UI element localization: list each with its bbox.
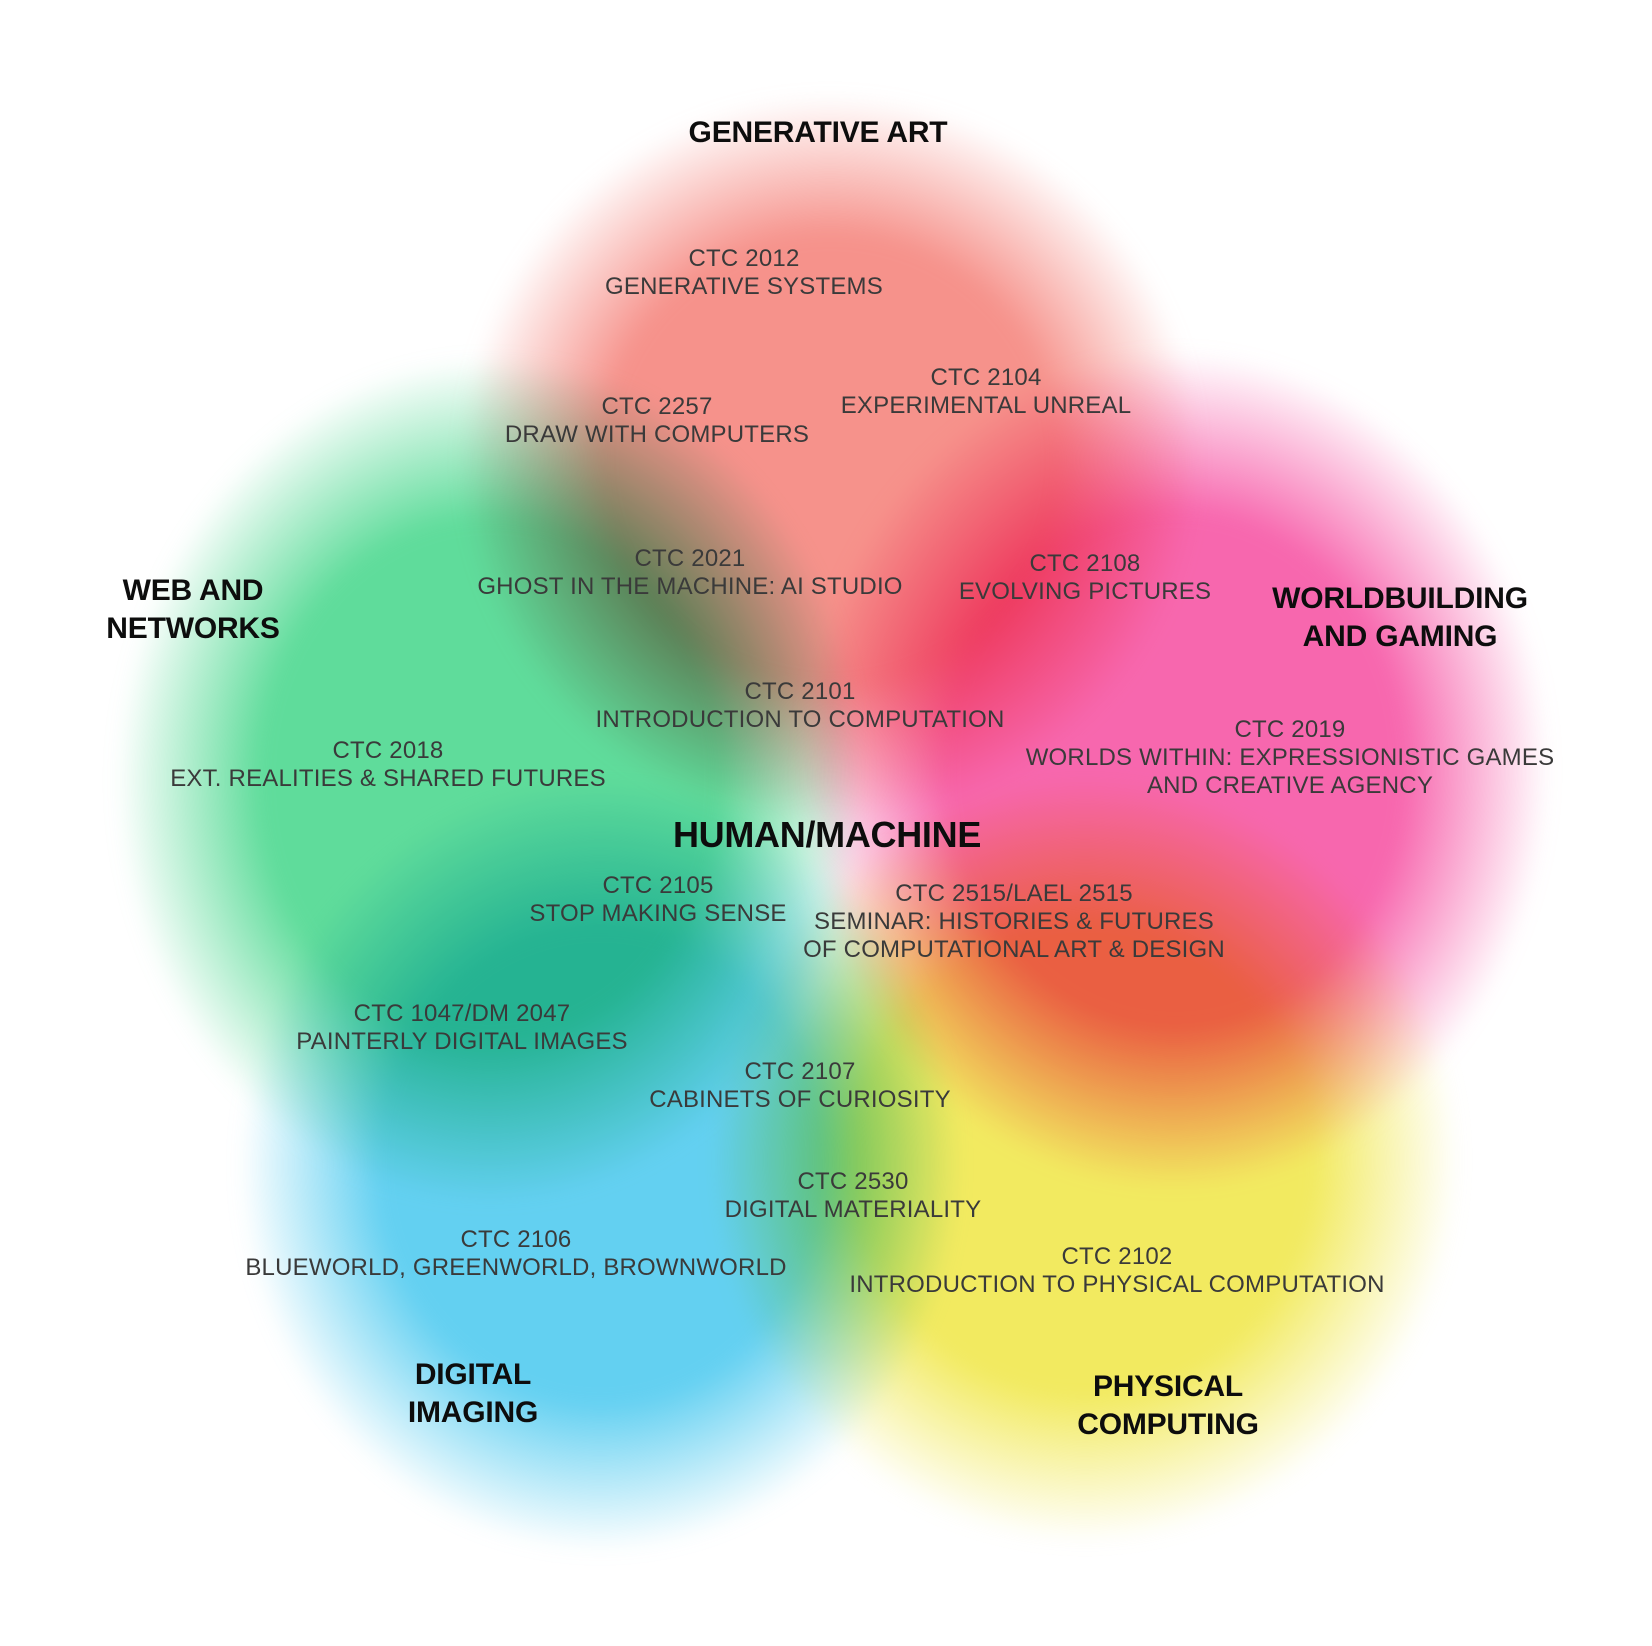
course-label-ctc-2104: CTC 2104 EXPERIMENTAL UNREAL [841,364,1132,420]
course-title-line: AND CREATIVE AGENCY [1146,772,1434,799]
course-label-ctc-2019: CTC 2019 WORLDS WITHIN: EXPRESSIONISTIC … [1026,716,1555,800]
course-code: CTC 2107 [744,1058,856,1085]
course-code: CTC 2106 [460,1226,572,1253]
course-code: CTC 2530 [797,1168,909,1195]
course-code: CTC 2104 [930,364,1042,391]
category-label-line: WEB AND [122,574,264,607]
course-title-line: WORLDS WITHIN: EXPRESSIONISTIC GAMES [1025,744,1555,771]
course-title-line: OF COMPUTATIONAL ART & DESIGN [803,936,1225,963]
category-label-digital-imaging: DIGITAL IMAGING [408,1356,538,1432]
course-label-ctc-2515: CTC 2515/LAEL 2515 SEMINAR: HISTORIES & … [803,880,1225,964]
course-code: CTC 2018 [332,737,444,764]
digital-imaging-circle [200,735,1000,1595]
course-code: CTC 1047/DM 2047 [353,1000,571,1027]
category-label-worldbuilding-and-gaming: WORLDBUILDING AND GAMING [1272,580,1528,656]
course-label-ctc-2107: CTC 2107 CABINETS OF CURIOSITY [649,1058,951,1114]
category-label-line: IMAGING [407,1396,539,1429]
category-label-web-and-networks: WEB AND NETWORKS [106,572,280,648]
category-label-line: NETWORKS [106,612,280,645]
category-label-physical-computing: PHYSICAL COMPUTING [1077,1368,1259,1444]
category-label-line: GENERATIVE ART [688,116,948,149]
physical-computing-circle [670,735,1500,1585]
course-title-line: EXPERIMENTAL UNREAL [840,392,1132,419]
course-title-line: DIGITAL MATERIALITY [724,1196,982,1223]
course-title-line: INTRODUCTION TO COMPUTATION [595,706,1005,733]
course-title-line: EXT. REALITIES & SHARED FUTURES [170,765,606,792]
course-code: CTC 2021 [634,545,746,572]
center-label-human-machine: HUMAN/MACHINE [672,814,982,855]
course-title-line: EVOLVING PICTURES [958,578,1212,605]
course-code: CTC 2105 [602,872,714,899]
course-label-ctc-2012: CTC 2012 GENERATIVE SYSTEMS [605,245,883,301]
course-code: CTC 2515/LAEL 2515 [895,880,1133,907]
course-label-ctc-2257: CTC 2257 DRAW WITH COMPUTERS [505,393,809,449]
course-code: CTC 2012 [688,245,800,272]
course-label-ctc-2021: CTC 2021 GHOST IN THE MACHINE: AI STUDIO [477,545,902,601]
course-code: CTC 2108 [1029,550,1141,577]
course-code: CTC 2101 [744,678,856,705]
category-label-line: AND GAMING [1302,620,1498,653]
course-label-ctc-2101: CTC 2101 INTRODUCTION TO COMPUTATION [596,678,1005,734]
course-title-line: CABINETS OF CURIOSITY [649,1086,951,1113]
course-title-line: BLUEWORLD, GREENWORLD, BROWNWORLD [245,1254,787,1281]
category-label-generative-art: GENERATIVE ART [689,114,948,152]
course-label-ctc-2018: CTC 2018 EXT. REALITIES & SHARED FUTURES [170,737,606,793]
course-title-line: PAINTERLY DIGITAL IMAGES [296,1028,628,1055]
course-title-line: GENERATIVE SYSTEMS [605,273,883,300]
course-code: CTC 2019 [1234,716,1346,743]
category-label-line: COMPUTING [1077,1408,1259,1441]
course-label-ctc-2102: CTC 2102 INTRODUCTION TO PHYSICAL COMPUT… [849,1243,1384,1299]
category-label-line: DIGITAL [414,1358,532,1391]
course-title-line: STOP MAKING SENSE [529,900,787,927]
course-title-line: DRAW WITH COMPUTERS [504,421,810,448]
course-title-line: INTRODUCTION TO PHYSICAL COMPUTATION [849,1271,1385,1298]
category-label-line: WORLDBUILDING [1272,582,1528,615]
course-label-ctc-2530: CTC 2530 DIGITAL MATERIALITY [725,1168,982,1224]
course-label-ctc-1047: CTC 1047/DM 2047 PAINTERLY DIGITAL IMAGE… [296,1000,628,1056]
course-title-line: GHOST IN THE MACHINE: AI STUDIO [477,573,903,600]
course-label-ctc-2105: CTC 2105 STOP MAKING SENSE [529,872,786,928]
course-title-line: SEMINAR: HISTORIES & FUTURES [814,908,1214,935]
course-label-ctc-2106: CTC 2106 BLUEWORLD, GREENWORLD, BROWNWOR… [245,1226,786,1282]
course-label-ctc-2108: CTC 2108 EVOLVING PICTURES [959,550,1211,606]
category-label-line: PHYSICAL [1092,1370,1244,1403]
course-code: CTC 2102 [1061,1243,1173,1270]
course-code: CTC 2257 [601,393,713,420]
